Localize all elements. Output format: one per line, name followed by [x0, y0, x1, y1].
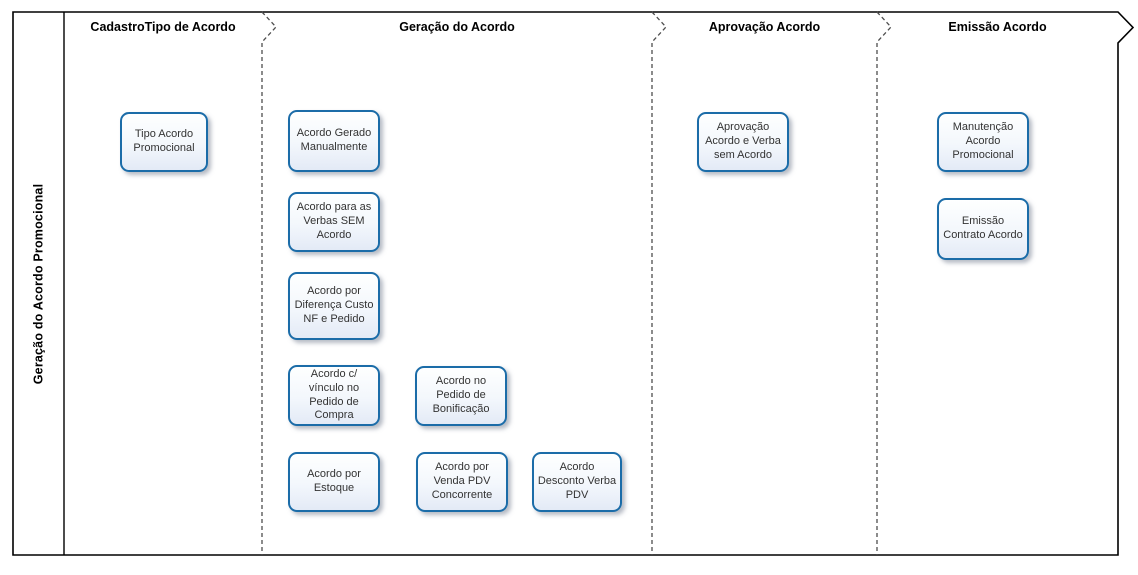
task-acordo-vinculo-pedido-compra: Acordo c/ vínculo no Pedido de Compra — [288, 365, 380, 426]
pool-label: Geração do Acordo Promocional — [13, 12, 64, 555]
task-acordo-venda-pdv-concorrente: Acordo por Venda PDV Concorrente — [416, 452, 508, 512]
lane-header-cadastro: CadastroTipo de Acordo — [90, 20, 236, 34]
pool-label-text: Geração do Acordo Promocional — [31, 183, 46, 384]
lane-divider-1 — [261, 11, 277, 555]
task-aprovacao-acordo-verba: Aprovação Acordo e Verba sem Acordo — [697, 112, 789, 172]
task-acordo-desconto-verba-pdv: Acordo Desconto Verba PDV — [532, 452, 622, 512]
task-manutencao-acordo-promocional: Manutenção Acordo Promocional — [937, 112, 1029, 172]
task-acordo-verbas-sem-acordo: Acordo para as Verbas SEM Acordo — [288, 192, 380, 252]
outer-border — [12, 11, 1135, 556]
task-acordo-gerado-manualmente: Acordo Gerado Manualmente — [288, 110, 380, 172]
lane-divider-3 — [876, 11, 892, 555]
task-acordo-pedido-bonificacao: Acordo no Pedido de Bonificação — [415, 366, 507, 426]
lane-header-aprovacao: Aprovação Acordo — [708, 20, 821, 34]
lane-header-emissao: Emissão Acordo — [948, 20, 1047, 34]
lane-header-geracao: Geração do Acordo — [399, 20, 515, 34]
task-acordo-diferenca-custo: Acordo por Diferença Custo NF e Pedido — [288, 272, 380, 340]
task-acordo-por-estoque: Acordo por Estoque — [288, 452, 380, 512]
lane-divider-2 — [651, 11, 667, 555]
task-emissao-contrato-acordo: Emissão Contrato Acordo — [937, 198, 1029, 260]
task-tipo-acordo-promocional: Tipo Acordo Promocional — [120, 112, 208, 172]
